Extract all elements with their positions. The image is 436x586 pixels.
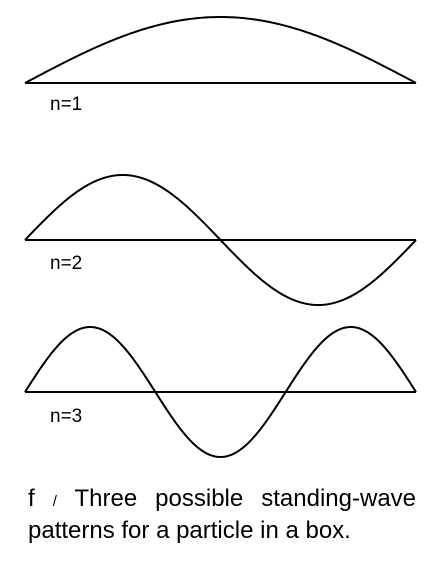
caption-tag: f — [28, 485, 35, 512]
figure-caption: f / Three possible standing-wave pattern… — [28, 484, 416, 545]
caption-separator: / — [52, 493, 57, 510]
mode-1-panel: n=1 — [24, 15, 417, 115]
wave-diagram-svg: n=1 n=2 n=3 — [24, 15, 417, 459]
mode-3-panel: n=3 — [24, 326, 417, 459]
mode-2-label: n=2 — [50, 253, 82, 274]
mode-3-wave — [24, 326, 417, 459]
mode-1-label: n=1 — [50, 94, 82, 115]
mode-3-label: n=3 — [50, 406, 82, 427]
mode-1-wave — [24, 15, 417, 84]
caption-text: Three possible standing-wave patterns fo… — [28, 485, 417, 544]
mode-2-wave — [24, 173, 417, 307]
mode-2-panel: n=2 — [24, 173, 417, 307]
